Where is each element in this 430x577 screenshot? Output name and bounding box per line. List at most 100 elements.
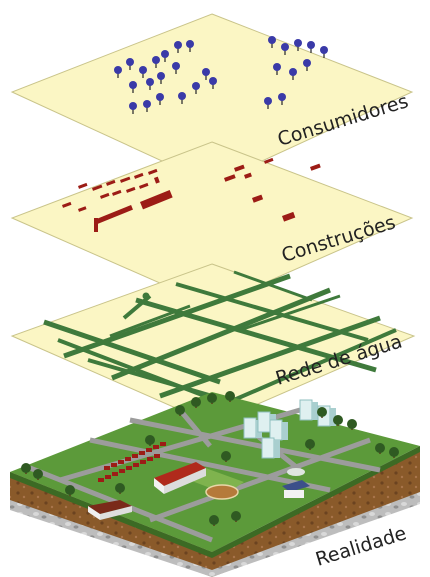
apartment-block <box>269 419 283 441</box>
building <box>78 182 88 189</box>
consumer-marker <box>126 58 134 70</box>
building <box>139 182 149 189</box>
tree <box>207 393 217 404</box>
apartment-block <box>261 437 275 459</box>
terrain-rock-strip-left <box>10 500 212 577</box>
building <box>112 189 122 196</box>
small-building <box>282 480 310 492</box>
apartment-block <box>257 411 271 433</box>
building <box>282 211 296 222</box>
house <box>119 469 125 473</box>
tree <box>65 485 75 496</box>
house <box>125 457 131 461</box>
tree <box>175 405 185 416</box>
house <box>98 478 104 482</box>
consumer-marker <box>174 41 182 53</box>
building <box>126 186 136 193</box>
tree <box>115 483 125 494</box>
consumer-marker <box>139 66 147 78</box>
tree <box>225 391 235 402</box>
water-network-layer <box>10 263 416 425</box>
building <box>106 179 116 186</box>
consumer-marker <box>157 72 165 84</box>
consumer-marker <box>320 46 328 58</box>
terrain-rock-strip-right <box>212 492 420 577</box>
house <box>132 454 138 458</box>
tree <box>305 439 315 450</box>
water-pipe <box>109 304 191 338</box>
consumer-marker <box>281 43 289 55</box>
consumer-marker <box>161 50 169 62</box>
school-wall <box>100 506 132 520</box>
apartment-block-side <box>282 422 288 440</box>
road <box>149 437 371 523</box>
house <box>126 466 132 470</box>
house <box>154 454 160 458</box>
building <box>62 201 72 208</box>
water-pipes <box>43 270 397 414</box>
consumer-marker <box>114 66 122 78</box>
water-pipe <box>43 319 221 385</box>
house <box>112 472 118 476</box>
tree <box>375 443 385 454</box>
apartment-block <box>243 417 257 439</box>
water-node <box>142 292 150 300</box>
tree <box>33 469 43 480</box>
house <box>133 463 139 467</box>
water-pipe <box>111 287 331 381</box>
water-pipe <box>63 273 291 359</box>
apartment-block-side <box>312 402 318 420</box>
consumer-marker <box>289 68 297 80</box>
tree <box>389 447 399 458</box>
sports-field <box>205 484 239 500</box>
tree <box>209 515 219 526</box>
water-pipe <box>233 270 313 302</box>
house <box>111 463 117 467</box>
water-pipe <box>205 328 397 414</box>
reality-layer <box>10 391 420 577</box>
apartment-block-side <box>330 408 336 426</box>
consumer-marker <box>186 40 194 52</box>
consumer-markers <box>114 36 328 114</box>
building <box>264 157 274 164</box>
tree <box>347 419 357 430</box>
tree <box>21 463 31 474</box>
school-wall <box>88 506 100 520</box>
building <box>93 205 133 225</box>
consumer-marker <box>172 62 180 74</box>
building <box>94 218 98 232</box>
warehouse <box>154 462 206 486</box>
road <box>129 417 381 473</box>
tree <box>231 511 241 522</box>
building <box>154 176 160 184</box>
small-building-wall <box>284 490 304 498</box>
consumer-marker <box>129 81 137 93</box>
buildings-layer <box>10 141 414 307</box>
building <box>244 172 252 179</box>
building <box>78 206 87 212</box>
tree <box>317 407 327 418</box>
building <box>120 176 131 183</box>
tree <box>191 397 201 408</box>
consumer-marker <box>178 92 186 104</box>
consumer-marker <box>129 102 137 114</box>
building-blocks <box>62 157 321 232</box>
terrain-details <box>21 391 399 543</box>
house <box>160 442 166 446</box>
consumer-marker <box>192 82 200 94</box>
tree <box>333 415 343 426</box>
consumer-marker <box>294 39 302 51</box>
building <box>134 172 144 179</box>
consumer-marker <box>307 41 315 53</box>
house <box>139 451 145 455</box>
school <box>88 500 132 514</box>
consumer-marker <box>264 97 272 109</box>
tree <box>221 451 231 462</box>
tree <box>145 435 155 446</box>
house <box>104 466 110 470</box>
building <box>91 184 103 191</box>
building <box>140 190 173 210</box>
warehouse-wall <box>164 468 206 494</box>
building <box>234 164 245 172</box>
consumer-marker <box>146 78 154 90</box>
